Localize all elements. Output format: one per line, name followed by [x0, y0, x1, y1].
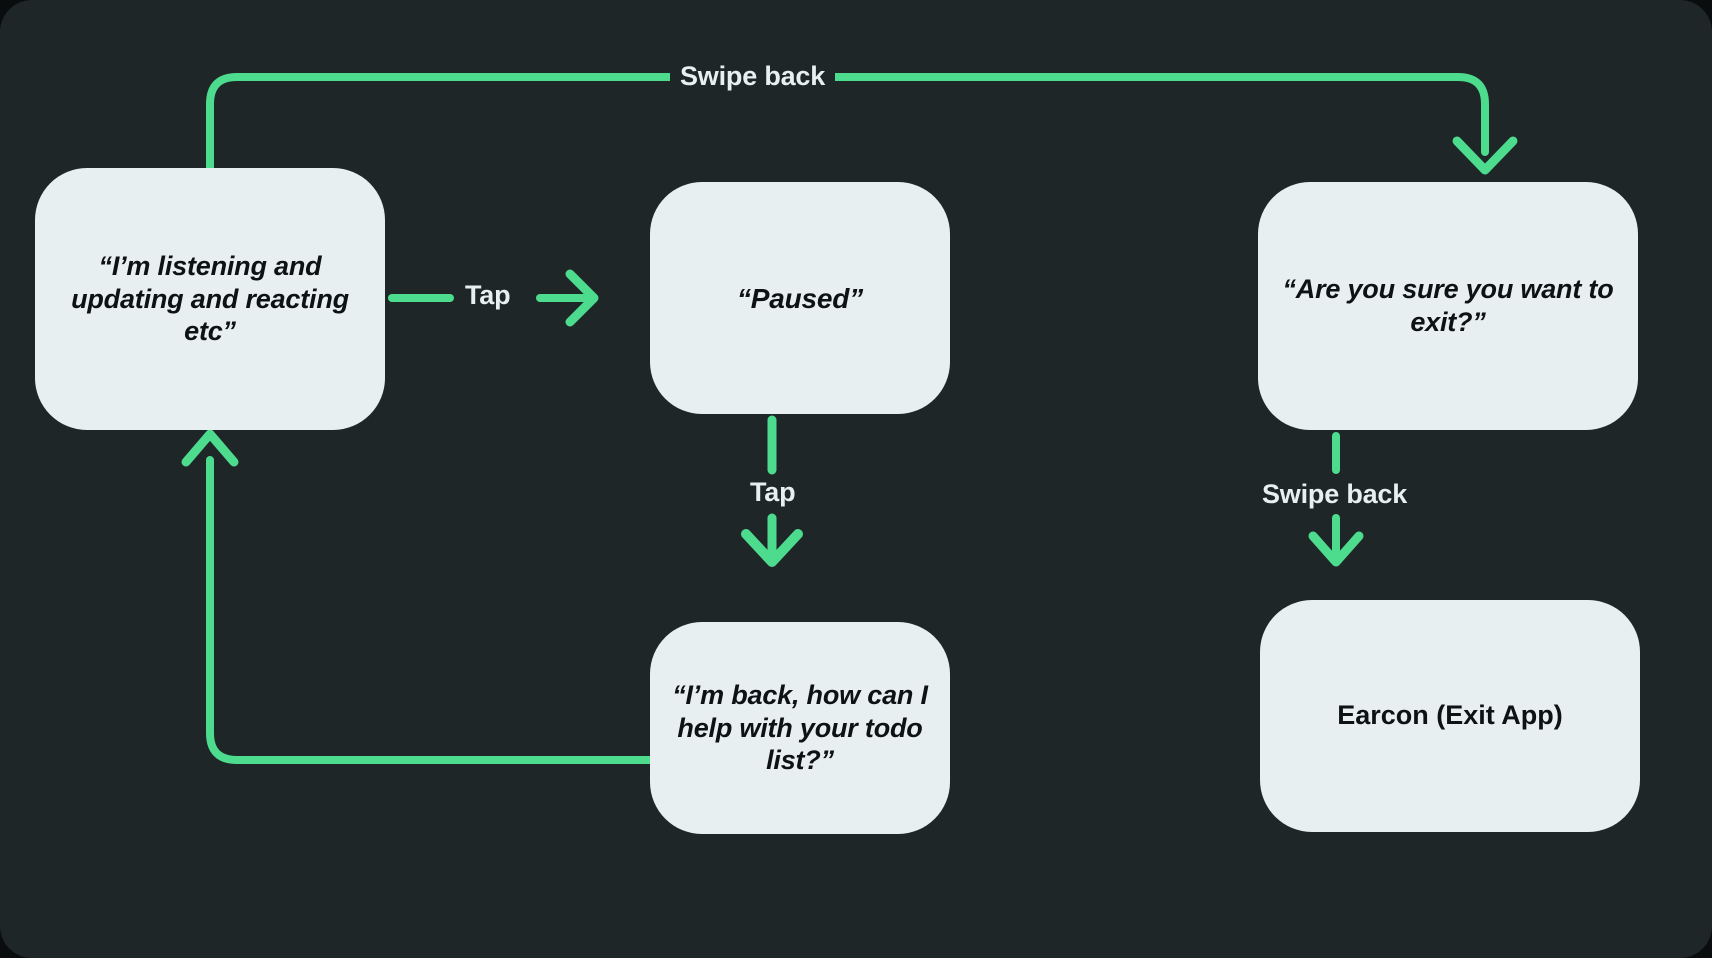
node-paused-label: “Paused”	[737, 282, 863, 314]
arrowhead-down-icon	[741, 529, 803, 567]
node-exit-confirmation[interactable]: “Are you sure you want to exit?”	[1258, 182, 1638, 430]
edge-label-swipe-back-top: Swipe back	[670, 61, 836, 92]
edge-label-tap-paused-to-resume: Tap	[740, 477, 806, 508]
edge-label-swipe-back-bottom: Swipe back	[1252, 479, 1418, 510]
node-paused[interactable]: “Paused”	[650, 182, 950, 414]
edge-label-tap-listening-to-paused: Tap	[455, 280, 521, 311]
arrowhead-down-icon	[1308, 531, 1364, 567]
node-listening[interactable]: “I’m listening and updating and reacting…	[35, 168, 385, 430]
arrowhead-right-icon	[565, 269, 599, 327]
node-earcon-exit-app[interactable]: Earcon (Exit App)	[1260, 600, 1640, 832]
node-listening-label: “I’m listening and updating and reacting…	[71, 250, 349, 347]
arrowhead-up-icon	[181, 429, 239, 467]
edge-listening-to-confirm	[206, 73, 1518, 175]
arrowhead-down-icon	[1452, 136, 1518, 175]
edge-back-to-listening	[181, 429, 654, 764]
node-earcon-exit-app-label: Earcon (Exit App)	[1337, 700, 1563, 731]
node-resume-label: “I’m back, how can I help with your todo…	[672, 679, 928, 776]
node-exit-confirmation-label: “Are you sure you want to exit?”	[1282, 274, 1614, 337]
node-resume[interactable]: “I’m back, how can I help with your todo…	[650, 622, 950, 834]
